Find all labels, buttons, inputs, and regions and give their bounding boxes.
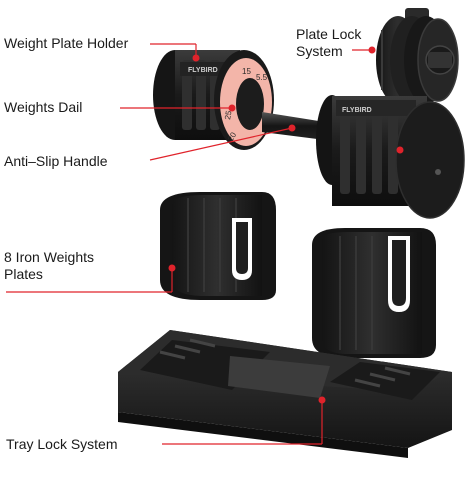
label-plate-lock-line2: System [296,43,343,59]
callout-dot [288,124,296,132]
dial-number: 25 [223,109,234,120]
callout-dot [396,146,404,154]
callout-dot [228,104,236,112]
label-tray-lock-system: Tray Lock System [6,436,118,452]
plate-lock-part [376,8,459,104]
label-iron-plates-line1: 8 Iron Weights [4,249,95,265]
label-weights-dial: Weights Dail [4,99,83,115]
label-anti-slip-handle: Anti–Slip Handle [4,153,108,169]
iron-plates-right [312,228,436,358]
brand-mark-left: FLYBIRD [188,67,218,74]
label-plate-lock-line1: Plate Lock [296,26,362,42]
dumbbell-right-head [316,95,465,219]
label-weight-plate-holder: Weight Plate Holder [4,35,129,51]
label-iron-plates: 8 Iron Weights Plates [4,249,94,283]
storage-tray [118,330,452,458]
brand-mark-right: FLYBIRD [342,107,372,114]
dial-number: 5.5 [256,73,268,82]
callout-dots [168,46,404,404]
callout-dot [168,264,176,272]
callout-dot [368,46,376,54]
label-plate-lock-system: Plate Lock System [296,26,361,60]
dial-number: 15 [242,67,251,76]
callout-dot [192,54,200,62]
dumbbell-left-head [153,50,274,150]
label-iron-plates-line2: Plates [4,266,43,282]
callout-lines [6,43,372,445]
iron-plates-left [160,192,276,300]
callout-dot [318,396,326,404]
